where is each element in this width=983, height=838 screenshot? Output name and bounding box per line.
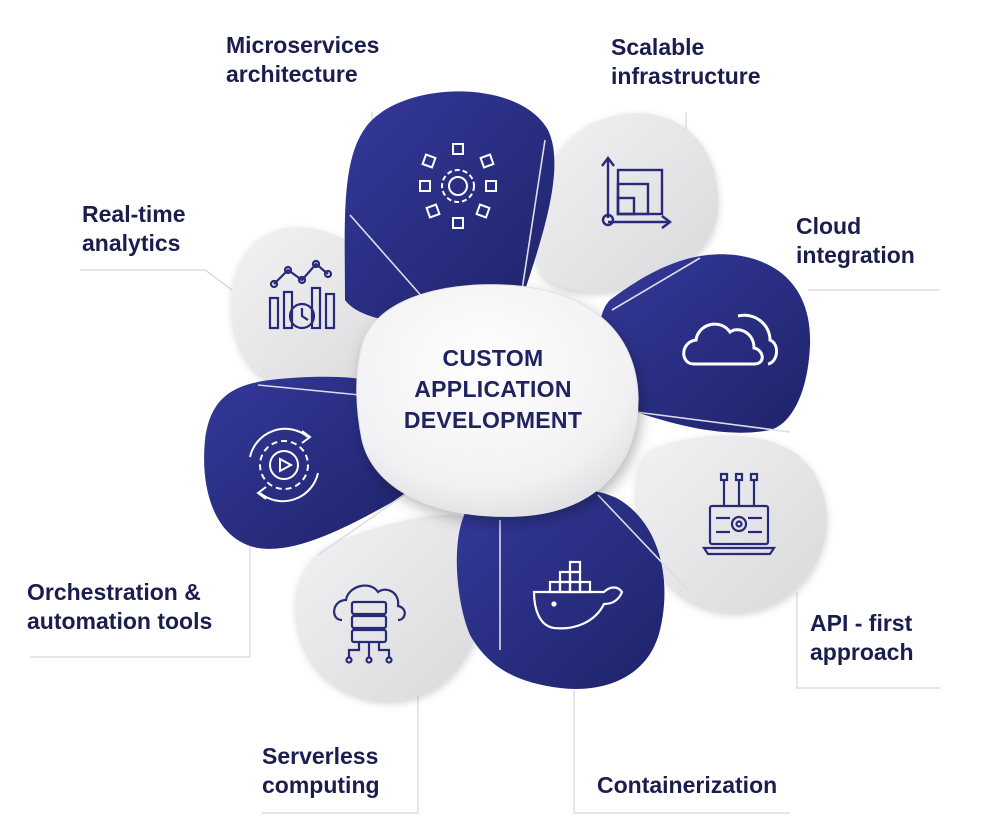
label-api: API - first approach xyxy=(810,609,914,667)
label-scalable-line-1: Scalable xyxy=(611,34,705,60)
petal-scalable xyxy=(533,113,719,292)
label-orchestration-line-1: Orchestration & xyxy=(27,579,201,605)
gear-cycle-icon xyxy=(249,427,319,503)
connector-orchestration xyxy=(30,540,251,658)
label-orchestration: Orchestration & automation tools xyxy=(27,578,212,636)
label-cloud: Cloud integration xyxy=(796,212,915,270)
petal-serverless xyxy=(296,514,487,701)
scaling-chart-icon xyxy=(601,156,672,229)
center-title: CUSTOM APPLICATION DEVELOPMENT xyxy=(378,343,608,436)
label-realtime-line-2: analytics xyxy=(82,230,181,256)
label-microservices-line-2: architecture xyxy=(226,61,358,87)
petal-separators xyxy=(257,139,791,650)
petal-orchestration xyxy=(204,376,406,549)
center-title-line-1: CUSTOM xyxy=(442,345,544,371)
cloud-icon xyxy=(682,313,778,366)
cloud-server-icon xyxy=(333,584,406,664)
microservices-icon xyxy=(419,143,497,229)
api-laptop-icon xyxy=(701,472,777,556)
docker-whale-icon xyxy=(532,560,624,630)
center-title-line-2: APPLICATION xyxy=(414,376,572,402)
label-scalable-line-2: infrastructure xyxy=(611,63,761,89)
label-serverless-line-2: computing xyxy=(262,772,380,798)
connector-api xyxy=(796,592,940,689)
label-realtime-line-1: Real-time xyxy=(82,201,186,227)
label-cloud-line-1: Cloud xyxy=(796,213,862,239)
label-serverless: Serverless computing xyxy=(262,742,380,800)
label-realtime: Real-time analytics xyxy=(82,200,186,258)
connectors xyxy=(30,112,940,814)
label-api-line-1: API - first xyxy=(810,610,913,636)
center-disc xyxy=(356,284,639,517)
petal-microservices xyxy=(344,91,555,324)
label-containerization-line-1: Containerization xyxy=(597,772,778,798)
petal-cloud xyxy=(599,254,811,433)
label-cloud-line-2: integration xyxy=(796,242,915,268)
label-api-line-2: approach xyxy=(810,639,914,665)
connector-containerization xyxy=(573,690,790,814)
center-title-line-3: DEVELOPMENT xyxy=(403,407,583,433)
label-containerization: Containerization xyxy=(597,771,777,800)
analytics-chart-icon xyxy=(268,259,336,330)
label-serverless-line-1: Serverless xyxy=(262,743,379,769)
label-scalable: Scalable infrastructure xyxy=(611,33,761,91)
label-microservices-line-1: Microservices xyxy=(226,32,380,58)
label-orchestration-line-2: automation tools xyxy=(27,608,213,634)
connector-realtime xyxy=(80,269,233,291)
label-microservices: Microservices architecture xyxy=(226,31,379,89)
connector-serverless xyxy=(262,690,419,814)
